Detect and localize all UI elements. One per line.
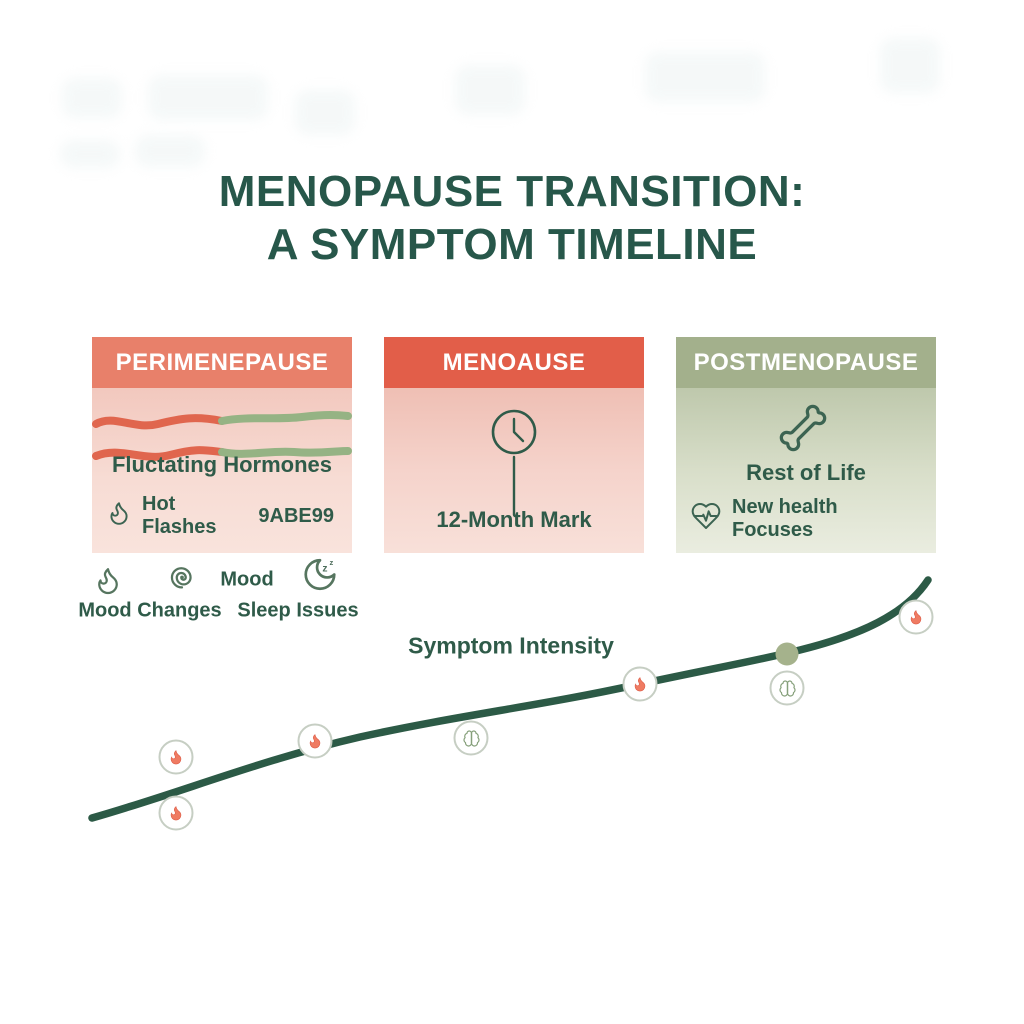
smudge-artifact — [135, 135, 205, 167]
mood-changes-label: Mood Changes — [78, 599, 222, 622]
flame-marker — [622, 666, 658, 702]
hormone-waves-graphic — [92, 411, 352, 461]
moon-sleep-icon: z z — [301, 556, 339, 599]
card-postmenopause-footer: New health Focuses — [690, 496, 918, 541]
brain-marker — [769, 670, 805, 706]
smudge-artifact — [880, 38, 940, 93]
svg-text:z: z — [322, 563, 327, 574]
smudge-artifact — [62, 78, 122, 118]
symptom-intensity-label: Symptom Intensity — [408, 632, 614, 659]
smudge-artifact — [645, 52, 765, 102]
sleep-issues-label: Sleep Issues — [237, 599, 359, 622]
card-perimenopause-footer: Hot Flashes 9ABE99 — [106, 493, 334, 538]
flame-marker — [158, 795, 194, 831]
smudge-artifact — [295, 90, 355, 135]
mood-label: Mood — [220, 568, 274, 591]
card-postmenopause-caption: Rest of Life — [746, 460, 866, 485]
heart-pulse-icon — [690, 500, 722, 538]
page-title-line2: A SYMPTOM TIMELINE — [266, 219, 758, 269]
card-postmenopause-header: POSTMENOPAUSE — [676, 337, 936, 388]
flame-marker — [898, 599, 934, 635]
flame-marker — [297, 723, 333, 759]
flame-icon — [93, 566, 123, 601]
card-perimenopause-body: Fluctating Hormones Hot Flashes 9ABE99 — [92, 388, 352, 553]
smudge-artifact — [60, 140, 120, 168]
brain-marker — [453, 720, 489, 756]
curve-dot-marker — [775, 642, 799, 666]
smudge-artifact — [148, 75, 268, 120]
card-perimenopause: PERIMENEPAUSE Fluctating Hormones Hot Fl… — [92, 337, 352, 553]
card-menopause-header: MENOAUSE — [384, 337, 644, 388]
page-title-line1: MENOPAUSE TRANSITION: — [218, 167, 806, 216]
color-code-text: 9ABE99 — [258, 504, 334, 527]
new-health-label: New health Focuses — [732, 496, 838, 541]
symptom-legend: Mood z z Mood Changes Sleep Issues — [60, 558, 390, 633]
card-menopause: MENOAUSE 12-Month Mark — [384, 337, 644, 553]
flame-marker — [158, 739, 194, 775]
page-title: MENOPAUSE TRANSITION: A SYMPTOM TIMELINE — [0, 166, 1024, 272]
card-postmenopause-body: Rest of Life New health Focuses — [676, 388, 936, 553]
card-perimenopause-caption: Fluctating Hormones — [111, 452, 332, 477]
hot-flashes-label: Hot Flashes — [142, 493, 217, 538]
card-postmenopause: POSTMENOPAUSE Rest of Life New health Fo… — [676, 337, 936, 553]
smudge-artifact — [455, 65, 525, 115]
card-menopause-caption: 12-Month Mark — [436, 507, 592, 532]
bone-icon — [777, 402, 829, 459]
flame-icon — [106, 500, 132, 532]
spiral-brain-icon — [164, 560, 200, 601]
card-perimenopause-header: PERIMENEPAUSE — [92, 337, 352, 388]
card-menopause-body: 12-Month Mark — [384, 388, 644, 553]
svg-text:z: z — [330, 558, 334, 567]
clock-icon — [486, 405, 542, 522]
